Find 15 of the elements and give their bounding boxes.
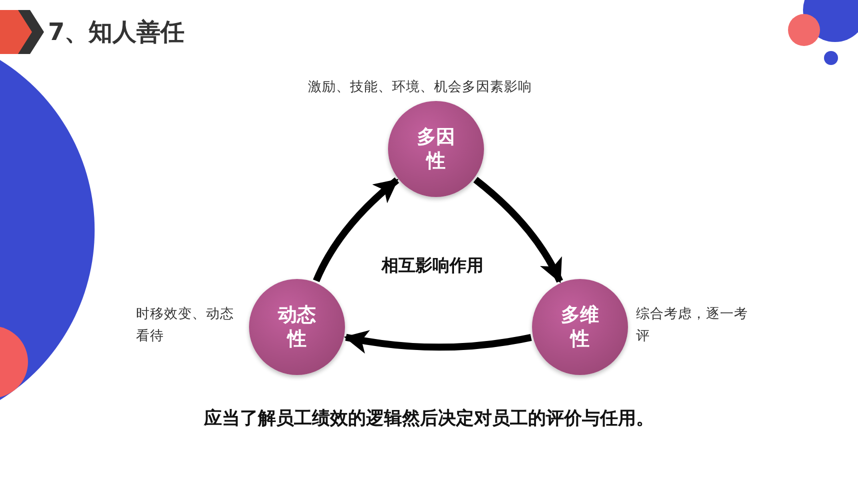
process-circle <box>388 101 484 197</box>
node-caption: 激励、技能、环境、机会多因素影响 <box>308 78 533 97</box>
process-circle <box>249 279 345 375</box>
center-label: 相互影响作用 <box>382 254 484 277</box>
process-circle <box>532 279 628 375</box>
arrow <box>313 177 400 282</box>
node-caption: 综合考虑，逐一考评 <box>636 305 748 346</box>
arrow <box>473 176 563 284</box>
node-label: 多维性 <box>560 303 600 351</box>
node-label: 多因性 <box>416 125 456 173</box>
node-caption: 时移效变、动态看待 <box>136 305 235 346</box>
arrow <box>344 330 532 354</box>
caption: 应当了解员工绩效的逻辑然后决定对员工的评价与任用。 <box>202 407 655 430</box>
node-label: 动态性 <box>276 303 317 351</box>
title: 7、知人善任 <box>48 17 185 48</box>
